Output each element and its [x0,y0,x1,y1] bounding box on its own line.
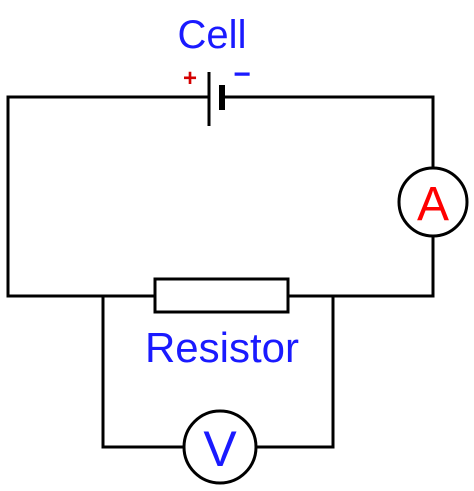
voltmeter: V [182,409,258,485]
cell-symbol [207,72,225,126]
voltmeter-circle [182,409,258,485]
ammeter: A [397,166,469,238]
voltmeter-letter: V [203,421,237,477]
positive-sign: + [183,65,197,92]
resistor-symbol [153,277,290,314]
cell-label: Cell [178,13,247,57]
negative-sign: − [233,58,251,91]
ammeter-letter: A [417,178,449,231]
resistor-label: Resistor [145,324,299,371]
ammeter-circle [397,166,469,238]
